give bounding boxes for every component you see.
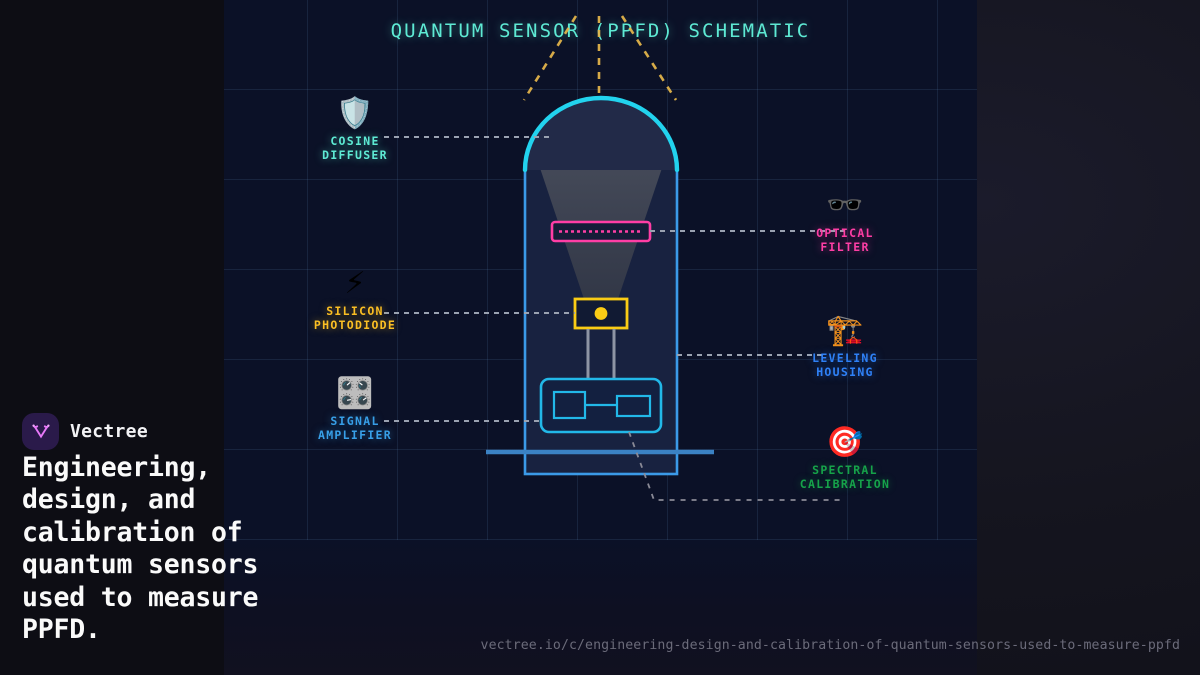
component-label-leveling-housing: LEVELING HOUSING: [812, 351, 878, 379]
vectree-logo: [22, 413, 59, 450]
sensor-schematic: [384, 15, 844, 501]
component-silicon-photodiode: ⚡ SILICON PHOTODIODE: [280, 266, 430, 332]
dart-target-icon: 🎯: [826, 425, 864, 460]
incoming-light-rays: [522, 15, 678, 112]
ray-right: [620, 15, 678, 101]
component-label-silicon-photodiode: SILICON PHOTODIODE: [313, 304, 397, 332]
ray-left: [522, 15, 578, 101]
panel-bottom-fade: [224, 540, 977, 675]
brand-lockup: Vectree: [22, 413, 148, 450]
silicon-photodiode-element: [573, 297, 629, 330]
component-spectral-calibration: 🎯 SPECTRAL CALIBRATION: [770, 425, 920, 491]
component-label-spectral-calibration: SPECTRAL CALIBRATION: [799, 463, 891, 491]
sunglasses-icon: 🕶️: [826, 188, 864, 223]
component-label-optical-filter: OPTICAL FILTER: [816, 226, 874, 254]
photodiode-leads: [586, 329, 616, 380]
footer-url: vectree.io/c/engineering-design-and-cali…: [480, 638, 1180, 653]
shield-icon: 🛡️: [336, 96, 374, 131]
component-optical-filter: 🕶️ OPTICAL FILTER: [770, 188, 920, 254]
signal-amplifier-board: [539, 377, 663, 434]
schematic-grid-panel: [224, 0, 977, 540]
construction-crane-icon: 🏗️: [826, 313, 864, 348]
component-label-cosine-diffuser: COSINE DIFFUSER: [322, 134, 388, 162]
connector-spectral-calibration: [628, 431, 844, 501]
cosine-diffuser-dome: [522, 95, 680, 173]
headline-text: Engineering, design, and calibration of …: [22, 452, 259, 646]
vectree-mark-icon: [31, 423, 50, 438]
component-label-signal-amplifier: SIGNAL AMPLIFIER: [317, 414, 392, 442]
component-cosine-diffuser: 🛡️ COSINE DIFFUSER: [280, 96, 430, 162]
brand-name: Vectree: [70, 421, 148, 442]
component-signal-amplifier: 🎛️ SIGNAL AMPLIFIER: [280, 376, 430, 442]
lightning-bolt-icon: ⚡: [344, 266, 366, 301]
optical-filter-element: [550, 220, 652, 243]
component-leveling-housing: 🏗️ LEVELING HOUSING: [770, 313, 920, 379]
control-knobs-icon: 🎛️: [336, 376, 374, 411]
